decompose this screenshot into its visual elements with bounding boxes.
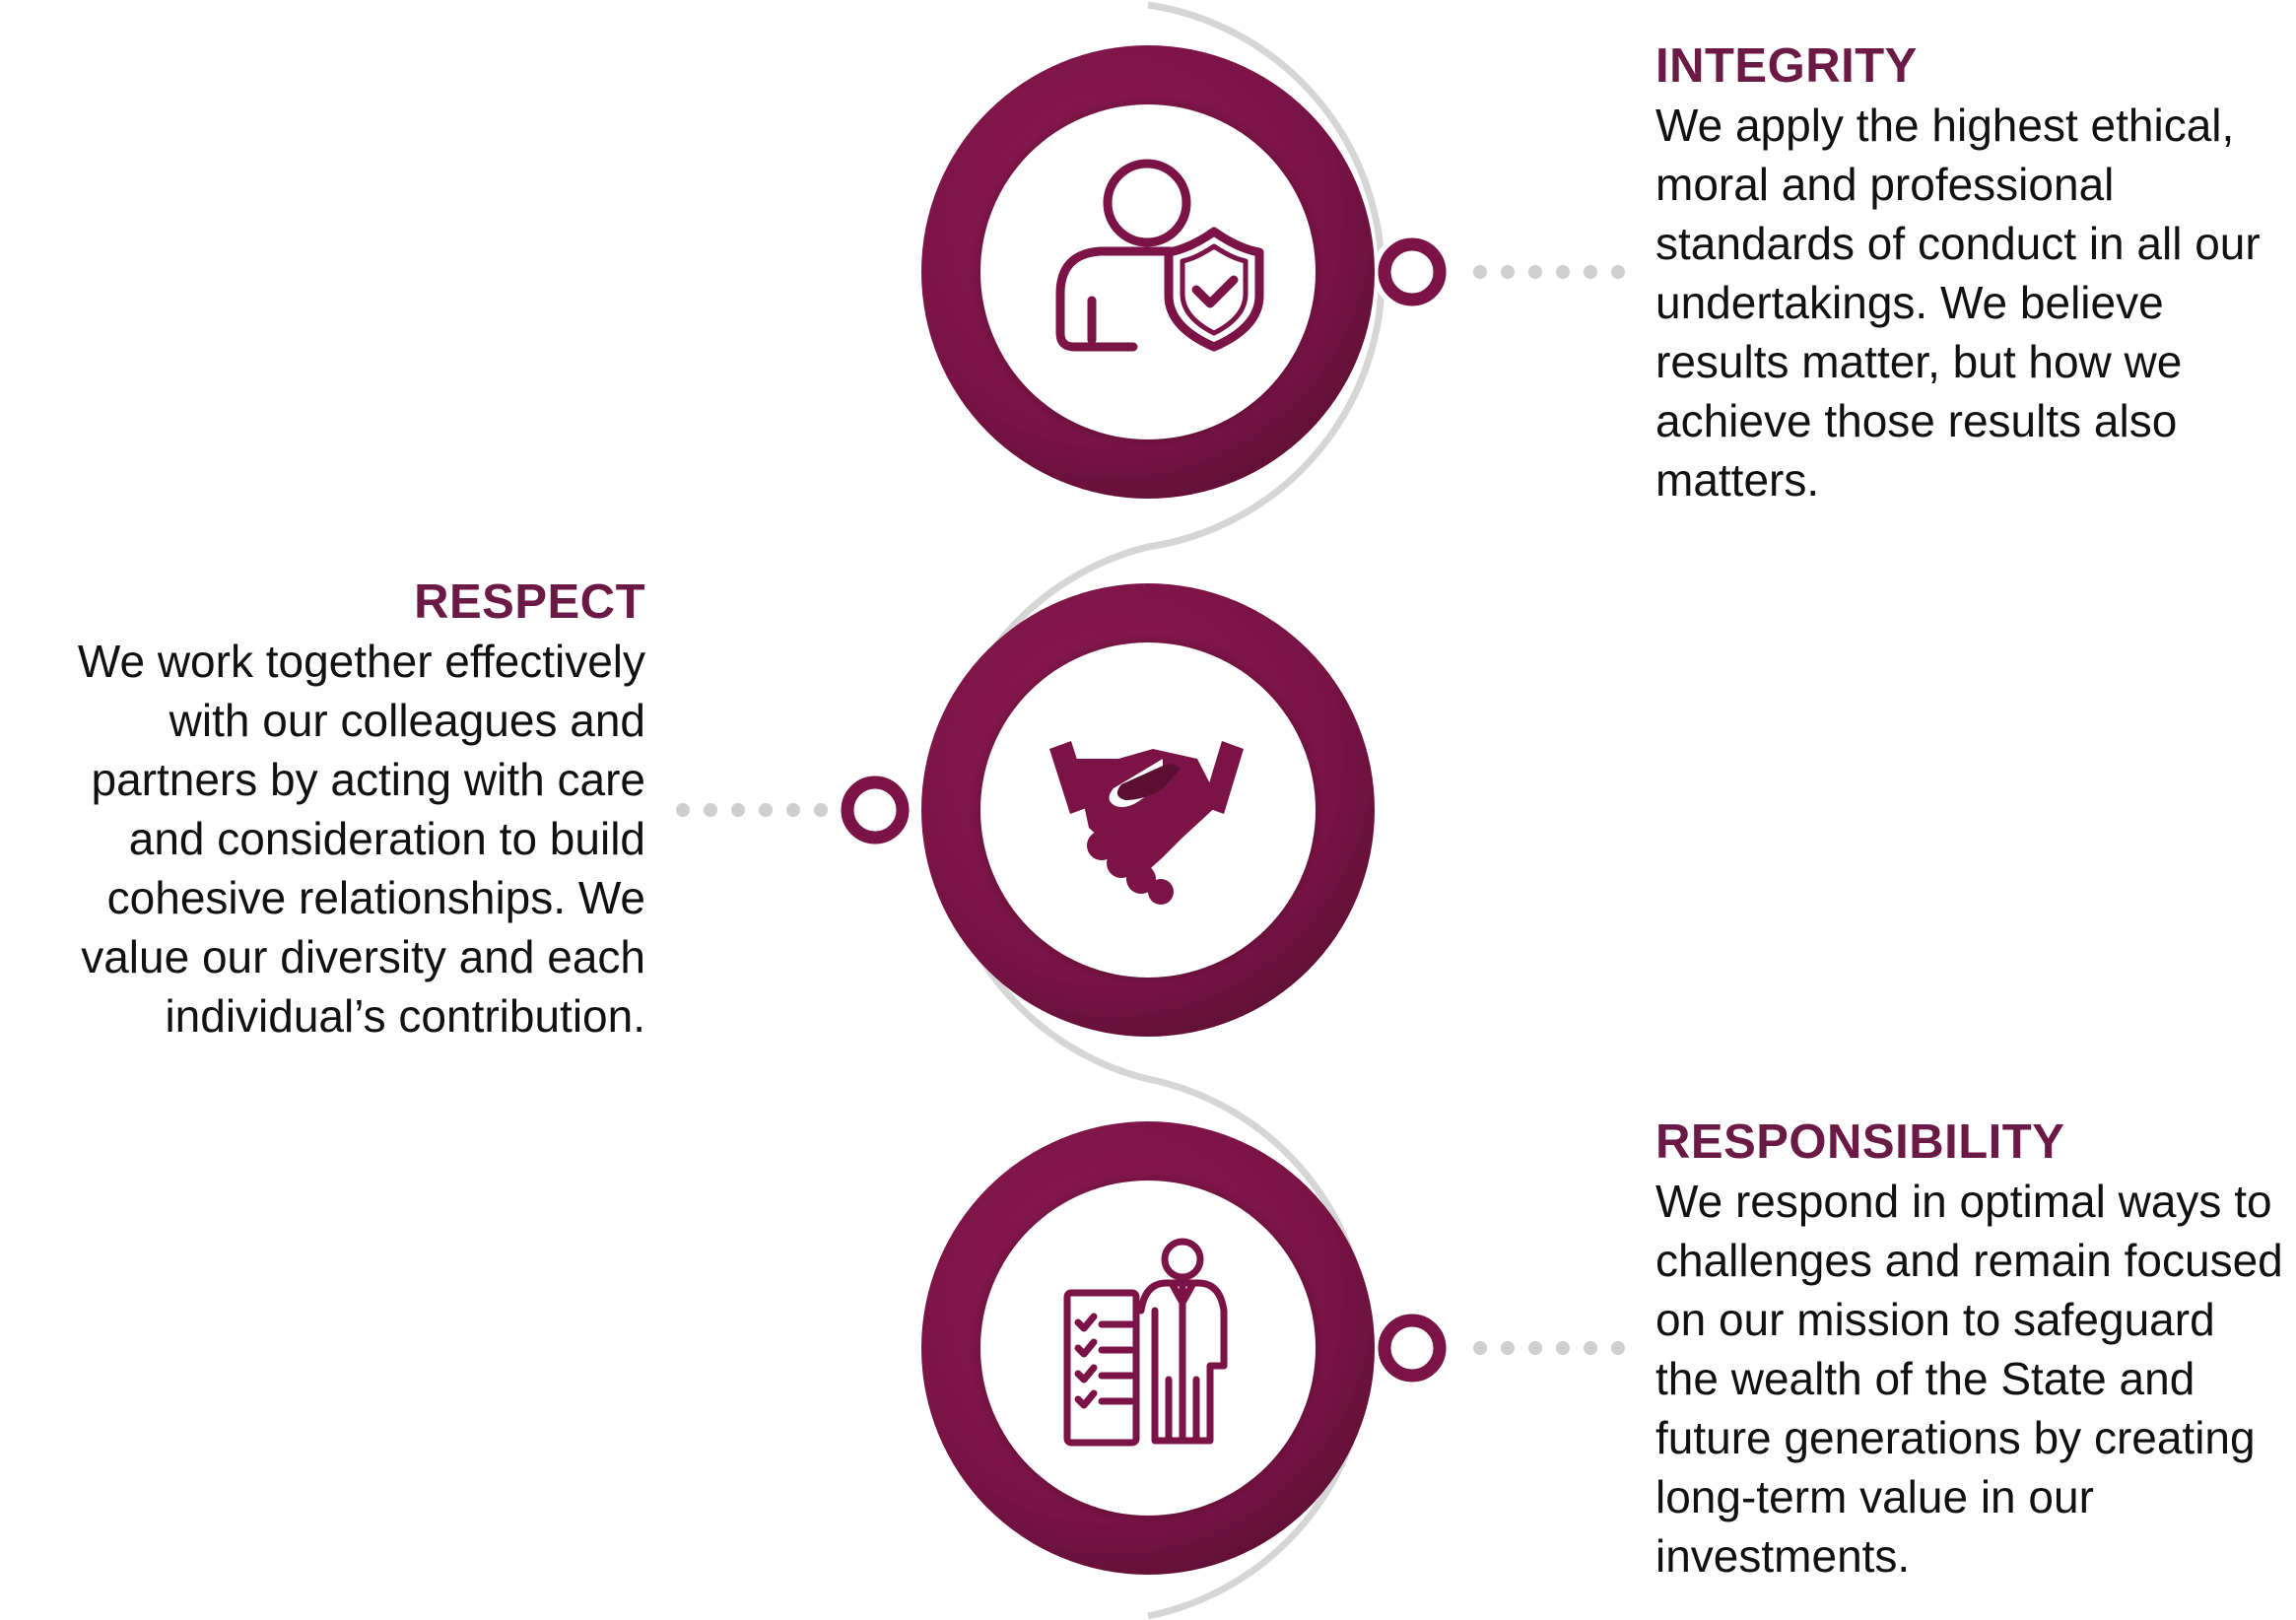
responsibility-ring (921, 1121, 1375, 1575)
dotted-leader-responsibility (1473, 1341, 1625, 1355)
respect-block: RESPECT We work together effectively wit… (10, 574, 645, 1046)
person-shield-icon (1055, 159, 1264, 352)
dotted-leader-respect (676, 803, 828, 817)
responsibility-block: RESPONSIBILITY We respond in optimal way… (1655, 1114, 2286, 1586)
integrity-title: INTEGRITY (1655, 39, 1918, 93)
person-checklist-icon (1063, 1238, 1228, 1447)
responsibility-title: RESPONSIBILITY (1655, 1115, 2065, 1169)
integrity-block: INTEGRITY We apply the highest ethical, … (1655, 37, 2286, 509)
integrity-ring (921, 45, 1375, 499)
dotted-leader-integrity (1473, 265, 1625, 279)
connector-node-responsibility (1373, 1309, 1452, 1387)
connector-node-respect (836, 771, 914, 849)
respect-title: RESPECT (414, 575, 645, 629)
respect-description: We work together effectively with our co… (77, 635, 645, 1042)
responsibility-description: We respond in optimal ways to challenges… (1655, 1175, 2283, 1582)
integrity-description: We apply the highest ethical, moral and … (1655, 99, 2261, 506)
connector-node-integrity (1373, 233, 1452, 311)
handshake-icon (1049, 741, 1244, 905)
